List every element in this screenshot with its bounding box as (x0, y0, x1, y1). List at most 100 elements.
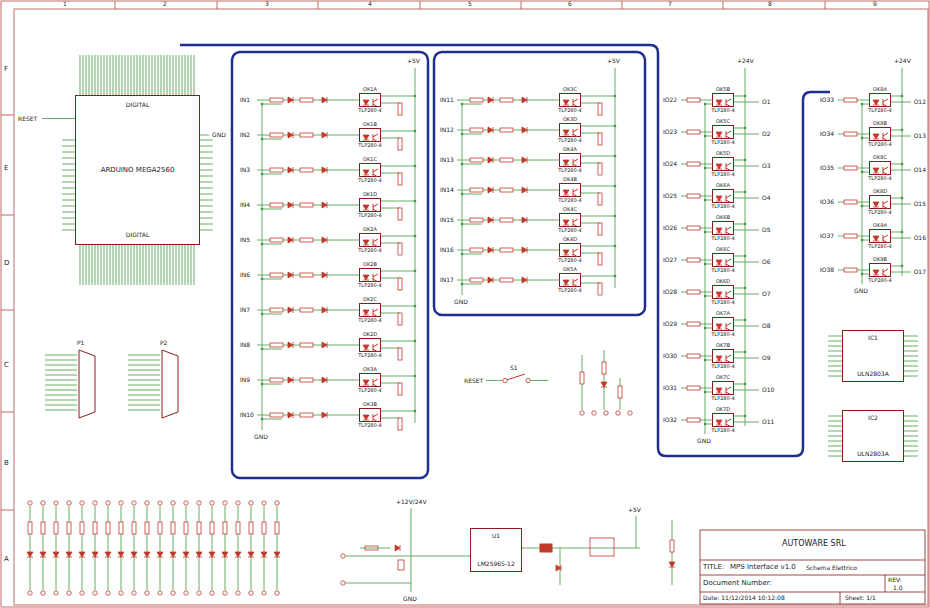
net-label: IN14 (440, 187, 454, 193)
frame-border (14, 9, 928, 605)
resistor-symbol (500, 218, 513, 222)
wire (62, 146, 75, 147)
signal-bus-outline (434, 52, 645, 315)
junction-dot (901, 265, 904, 268)
wire (381, 278, 400, 279)
wire (186, 506, 187, 590)
wire (891, 130, 902, 131)
resistor-symbol (249, 522, 253, 534)
junction-dot (461, 253, 464, 256)
optocoupler: OK9ATLP280-4 (864, 223, 896, 249)
revision-number: 1.0 (893, 585, 903, 591)
resistor-symbol (670, 540, 674, 552)
led-symbol (716, 356, 722, 361)
junction-dot (614, 125, 617, 128)
junction-dot (704, 295, 707, 298)
wire (462, 194, 482, 195)
wire (149, 245, 150, 285)
led-symbol (716, 260, 722, 265)
grid-row-letter: D (4, 260, 9, 267)
net-label: IO26 (663, 225, 677, 231)
led-symbol (716, 324, 722, 329)
junction-dot (261, 103, 264, 106)
grid-row-letter: E (4, 165, 8, 172)
wire (581, 163, 600, 164)
wire (152, 245, 153, 285)
led-symbol (873, 202, 879, 207)
transistor-symbol (573, 189, 578, 197)
junction-dot (414, 200, 417, 203)
wire (381, 348, 400, 349)
wire (200, 206, 213, 207)
inductor-symbol (540, 544, 552, 552)
wire (155, 245, 156, 285)
optocoupler-symbol (359, 233, 381, 247)
wire (86, 245, 87, 285)
part-reference: OK1B (363, 122, 377, 127)
wire (107, 245, 108, 285)
part-value: TLP280-4 (358, 143, 381, 148)
ground-label: GND (403, 596, 417, 602)
transistor-symbol (573, 219, 578, 227)
transistor-symbol (883, 269, 888, 277)
wire (128, 395, 160, 396)
net-label: O8 (762, 323, 771, 329)
wire (828, 366, 842, 367)
wire (381, 243, 400, 244)
diode-symbol (288, 167, 293, 173)
net-label: IN9 (240, 377, 250, 383)
wire (904, 336, 918, 337)
led-symbol (716, 292, 722, 297)
optocoupler: OK5CTLP280-4 (707, 119, 739, 145)
led-symbol (363, 170, 369, 175)
title-block (700, 530, 925, 604)
net-label: O1 (762, 99, 771, 105)
led-symbol (363, 310, 369, 315)
pin-group-label: DIGITAL (126, 102, 149, 108)
optocoupler-symbol (712, 349, 734, 363)
optocoupler-symbol (359, 163, 381, 177)
wire (62, 200, 75, 201)
net-label: O11 (762, 419, 774, 425)
wire (30, 506, 31, 590)
grid-ticks (1, 1, 825, 510)
wire (734, 96, 745, 97)
terminal-symbol (158, 591, 162, 595)
wire (82, 506, 83, 590)
terminal-symbol (158, 501, 162, 505)
terminal-symbol (503, 378, 507, 382)
net-label: IN1 (240, 97, 250, 103)
wire (734, 358, 759, 359)
optocoupler-symbol (359, 268, 381, 282)
diode-symbol (288, 97, 293, 103)
net-label: O12 (914, 99, 926, 105)
optocoupler: OK3DTLP280-4 (554, 117, 586, 143)
wire (131, 55, 132, 95)
net-label: IN3 (240, 167, 250, 173)
optocoupler: OK1B TLP280-4 (354, 122, 386, 148)
grid-column-number: 1 (63, 1, 67, 7)
net-label: IO31 (663, 385, 677, 391)
transistor-symbol (883, 235, 888, 243)
resistor-symbol (470, 248, 483, 252)
wire (200, 164, 213, 165)
resistor-symbol (300, 273, 313, 277)
resistor-symbol (300, 133, 313, 137)
net-label: IN13 (440, 157, 454, 163)
resistor-symbol (687, 322, 700, 326)
diode-symbol (522, 277, 527, 283)
wire (200, 176, 213, 177)
wire (128, 245, 129, 285)
power-label: +5V (628, 507, 641, 513)
junction-dot (414, 235, 417, 238)
junction-dot (614, 275, 617, 278)
wire (121, 506, 122, 590)
optocoupler-symbol (559, 123, 581, 137)
wire (262, 174, 282, 175)
part-reference: OK3D (563, 117, 577, 122)
part-reference: OK6A (716, 183, 730, 188)
wire (83, 245, 84, 285)
wire (170, 55, 171, 95)
resistor-symbol (500, 248, 513, 252)
wire (108, 506, 109, 590)
